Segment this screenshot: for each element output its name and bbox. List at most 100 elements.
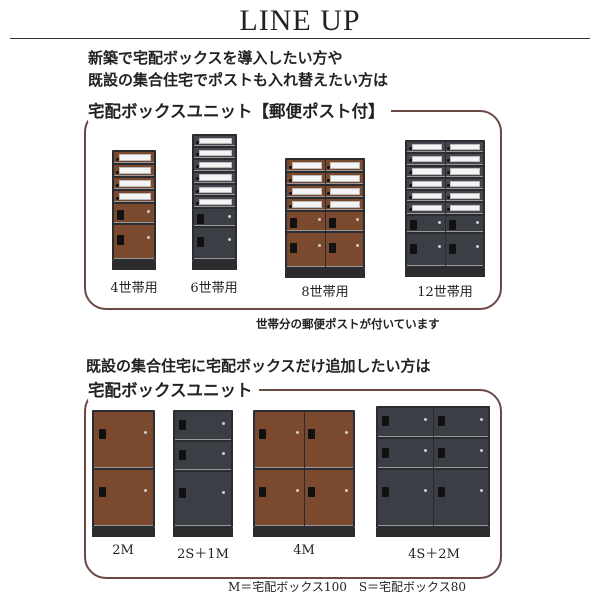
cabinet-column	[325, 160, 363, 267]
lock-icon	[288, 165, 292, 169]
lock-icon	[327, 191, 330, 195]
delivery-box-medium	[175, 472, 231, 527]
product-label-4m: 4M	[293, 543, 315, 558]
cabinet-body	[112, 150, 156, 261]
section1-lead-line-2: 既設の集合住宅でポストも入れ替えたい方は	[88, 71, 389, 89]
cabinet-plinth	[173, 528, 233, 537]
mail-slot-plate	[411, 143, 442, 150]
delivery-box-small	[287, 212, 325, 231]
mailbox-slot	[114, 178, 154, 190]
cabinet-body	[253, 410, 355, 528]
lock-icon	[408, 208, 412, 212]
lock-icon	[447, 195, 450, 199]
keypad-icon	[117, 234, 125, 245]
handle-icon	[479, 417, 483, 421]
section2-lead: 既設の集合住宅に宅配ボックスだけ追加したい方は	[86, 357, 431, 375]
mail-slot-plate	[411, 168, 442, 175]
mail-slot-plate	[330, 162, 360, 169]
handle-icon	[476, 221, 480, 225]
delivery-box-medium	[304, 470, 353, 526]
handle-icon	[222, 451, 226, 455]
keypad-icon	[437, 486, 445, 497]
delivery-box-medium	[255, 470, 304, 526]
cabinet-body	[173, 410, 233, 528]
keypad-icon	[179, 420, 187, 431]
product-label-4-household: 4世帯用	[110, 281, 158, 296]
lock-icon	[447, 159, 450, 163]
delivery-box-medium	[287, 232, 325, 267]
keypad-icon	[410, 243, 417, 254]
page-title: LINE UP	[239, 4, 361, 37]
product-image-6-household	[192, 134, 237, 270]
delivery-box-medium	[325, 232, 363, 267]
lock-icon	[195, 189, 199, 193]
keypad-icon	[197, 236, 205, 247]
size-legend: M＝宅配ボックス100 S＝宅配ボックス80	[228, 580, 466, 594]
mailbox-slot	[194, 136, 235, 147]
keypad-icon	[328, 217, 336, 228]
mail-slot-plate	[291, 175, 322, 182]
mailbox-slot	[194, 148, 235, 159]
mailbox-slot	[194, 184, 235, 195]
mailbox-slot	[407, 154, 445, 165]
product-image-8-household	[285, 158, 365, 278]
handle-icon	[437, 221, 441, 225]
mail-slot-plate	[198, 174, 232, 181]
delivery-box-medium	[114, 224, 154, 259]
mailbox-slot	[407, 178, 445, 190]
mailbox-slot	[407, 142, 445, 153]
cabinet-plinth	[192, 261, 237, 270]
delivery-box-medium	[94, 412, 153, 468]
cabinet-plinth	[285, 269, 365, 278]
product-label-4s-2m: 4S＋2M	[408, 547, 460, 562]
cabinet-column	[407, 142, 445, 266]
lock-icon	[447, 208, 450, 212]
cabinet-column	[194, 136, 235, 260]
cabinet-plinth	[92, 528, 155, 537]
handle-icon	[479, 489, 483, 493]
keypad-icon	[437, 416, 445, 427]
cabinet-column	[378, 408, 433, 527]
cabinet-body	[376, 406, 490, 528]
delivery-box-small	[175, 442, 231, 471]
handle-icon	[227, 214, 231, 218]
handle-icon	[476, 245, 480, 249]
keypad-icon	[117, 209, 125, 220]
product-label-8-household: 8世帯用	[301, 285, 349, 300]
handle-icon	[424, 489, 428, 493]
mailbox-slot	[287, 160, 325, 172]
mailbox-slot	[194, 196, 235, 208]
product-image-2m	[92, 410, 155, 537]
keypad-icon	[308, 428, 316, 439]
mailbox-slot	[407, 166, 445, 177]
cabinet-column	[255, 412, 304, 526]
cabinet-body	[192, 134, 237, 261]
mail-slot-plate	[450, 168, 480, 175]
keypad-icon	[179, 488, 187, 499]
handle-icon	[295, 431, 299, 435]
cabinet-body	[92, 410, 155, 528]
mailbox-slot	[287, 173, 325, 185]
mail-slot-plate	[411, 205, 442, 212]
mailbox-slot	[445, 142, 483, 153]
mailbox-slot	[445, 166, 483, 177]
keypad-icon	[410, 220, 417, 231]
lock-icon	[408, 159, 412, 163]
lock-icon	[288, 191, 292, 195]
mail-slot-plate	[330, 188, 360, 195]
keypad-icon	[448, 220, 456, 231]
cabinet-column	[433, 408, 488, 527]
section2-frame	[84, 389, 502, 579]
lock-icon	[327, 165, 330, 169]
handle-icon	[424, 417, 428, 421]
product-label-2m: 2M	[112, 543, 134, 558]
lock-icon	[195, 153, 199, 156]
mail-slot-plate	[198, 198, 232, 205]
lock-icon	[447, 183, 450, 187]
mailbox-slot	[114, 191, 154, 203]
handle-icon	[147, 210, 150, 214]
mail-slot-plate	[198, 150, 232, 157]
handle-icon	[144, 489, 148, 493]
handle-icon	[222, 490, 226, 494]
lock-icon	[115, 183, 119, 187]
